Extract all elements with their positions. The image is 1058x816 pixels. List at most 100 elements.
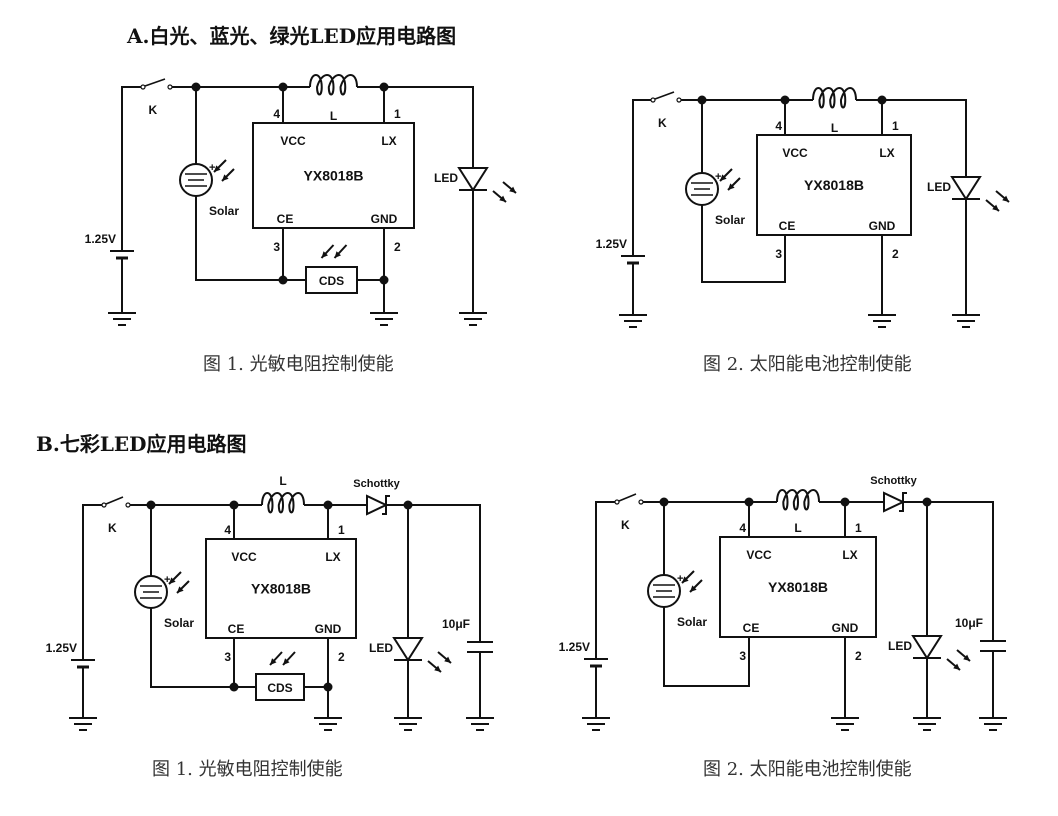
led-icon: LED (434, 167, 517, 203)
pin-number-4: 4 (224, 523, 231, 537)
light-arrow-icon (269, 651, 283, 666)
arrow-head (992, 204, 999, 211)
led-label: LED (888, 639, 912, 653)
light-arrow-icon (985, 199, 1000, 212)
switch-contact (101, 502, 107, 508)
light-arrow-icon (427, 660, 442, 673)
arrow-head (214, 165, 221, 172)
inductor-coil (261, 492, 305, 514)
arrow-head (682, 576, 689, 583)
pin-vcc-label: VCC (280, 134, 306, 148)
cds-label: CDS (267, 681, 292, 695)
wire (82, 504, 102, 660)
arrow-head (283, 658, 290, 665)
battery-icon (110, 250, 134, 260)
switch-contact (125, 502, 131, 508)
pin-number-4: 4 (273, 107, 280, 121)
solar-cell-icon: + Solar (134, 571, 194, 630)
arrow-head (499, 195, 506, 202)
ground-icon (582, 717, 610, 731)
light-arrow-icon (282, 651, 296, 666)
led-triangle (911, 635, 943, 660)
battery-icon (71, 659, 95, 669)
ground-icon (868, 314, 896, 328)
wire (386, 504, 481, 642)
battery-label: 1.25V (85, 232, 116, 246)
pin-ce-label: CE (277, 212, 294, 226)
ic-yx8018b: YX8018B (205, 538, 357, 639)
light-arrow-icon (995, 190, 1010, 203)
battery-label: 1.25V (596, 237, 627, 251)
wire (701, 205, 786, 283)
solar-plus-label: + (164, 574, 170, 586)
arrow-head (509, 186, 516, 193)
solar-label: Solar (164, 616, 194, 630)
wire (856, 99, 967, 177)
switch-blade (144, 78, 166, 87)
pin-number-3: 3 (775, 247, 782, 261)
pin-lx-label: LX (879, 146, 894, 160)
pin-number-2: 2 (892, 247, 899, 261)
switch-contact (167, 84, 173, 90)
switch-blade (618, 493, 637, 502)
wire (357, 86, 474, 168)
switch-k-icon (650, 91, 682, 103)
capacitor-label: 10μF (955, 616, 983, 630)
light-arrow-icon (320, 244, 335, 259)
pin-number-1: 1 (338, 523, 345, 537)
pin-number-3: 3 (273, 240, 280, 254)
light-arrow-icon (719, 168, 733, 182)
cds-photoresistor: CDS (255, 651, 305, 701)
chip-label: YX8018B (304, 168, 364, 184)
switch-contact (650, 97, 656, 103)
arrow-head (953, 663, 960, 670)
pin-number-3: 3 (224, 650, 231, 664)
schottky-label: Schottky (353, 478, 400, 490)
solar-plus-label: + (209, 162, 215, 174)
solar-label: Solar (677, 615, 707, 629)
ic-yx8018b: YX8018B (252, 122, 415, 229)
switch-label: K (108, 521, 117, 535)
section-b-heading: B.七彩LED应用电路图 (36, 432, 247, 456)
ic-yx8018b: YX8018B (756, 134, 912, 236)
light-arrow-icon (168, 571, 182, 585)
inductor-icon (261, 492, 305, 514)
cds-photoresistor: CDS (305, 244, 358, 294)
led-icon: LED (927, 176, 1010, 212)
pin-number-2: 2 (394, 240, 401, 254)
inductor-label: L (330, 109, 337, 123)
switch-contact (614, 499, 620, 505)
light-arrow-icon (946, 658, 961, 671)
ground-icon (69, 717, 97, 731)
battery-label: 1.25V (559, 640, 590, 654)
switch-k-icon (140, 78, 173, 90)
ic-body (252, 122, 415, 229)
pin-lx-label: LX (381, 134, 396, 148)
pin-number-4: 4 (739, 521, 746, 535)
arrow-head (690, 585, 697, 592)
wire (632, 99, 651, 256)
led-label: LED (434, 171, 458, 185)
switch-contact (140, 84, 146, 90)
battery-icon (621, 255, 645, 265)
arrow-head (728, 183, 735, 190)
pin-gnd-label: GND (869, 219, 896, 233)
wire (663, 607, 750, 687)
arrow-head (270, 658, 277, 665)
led-triangle (392, 637, 424, 662)
switch-label: K (149, 103, 158, 117)
solar-plus-label: + (715, 171, 721, 183)
wire (121, 86, 141, 251)
arrow-head (1002, 195, 1009, 202)
inductor-coil (776, 489, 820, 511)
figure-b2-caption: 图 2. 太阳能电池控制使能 (703, 759, 912, 780)
switch-blade (105, 496, 124, 505)
diode-triangle (883, 491, 906, 513)
diode-triangle (366, 494, 389, 516)
inductor-label: L (831, 121, 838, 135)
light-arrow-icon (213, 159, 227, 173)
inductor-coil (812, 87, 857, 109)
pin-gnd-label: GND (371, 212, 398, 226)
light-arrow-icon (681, 570, 695, 584)
